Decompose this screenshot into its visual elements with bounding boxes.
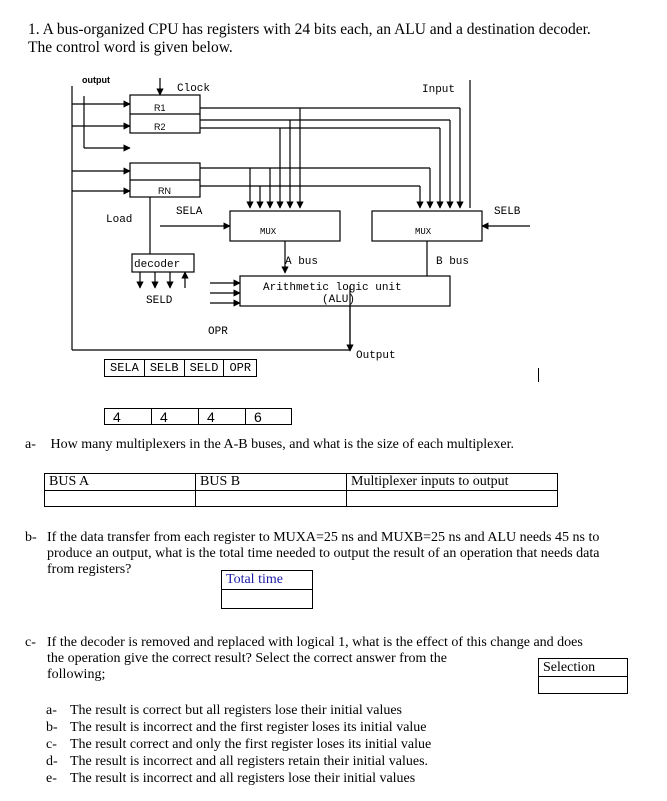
b-bus-label: B bus [436,256,469,268]
alu-output-label: Output [356,350,396,362]
option-b-letter: b- [46,720,58,735]
part-c-letter: c- [25,635,36,650]
control-field-opr: OPR [223,359,258,377]
width-seld: 4 [198,408,245,425]
option-d-letter: d- [46,754,58,769]
option-c-text: The result correct and only the first re… [70,737,432,752]
option-d-text: The result is incorrect and all register… [70,754,429,769]
part-b-line1: If the data transfer from each register … [47,530,600,545]
part-c-line2: the operation give the correct result? S… [47,651,447,666]
part-b-question: b- If the data transfer from each regist… [25,530,655,578]
r2-label: R2 [154,122,166,132]
part-b-line2: produce an output, what is the total tim… [47,546,600,561]
part-b-letter: b- [25,530,37,545]
rn-label: RN [158,186,171,196]
load-label: Load [106,214,132,226]
r1-label: R1 [154,103,166,113]
mux-inputs-answer-cell[interactable] [346,490,558,507]
option-b-text: The result is incorrect and the first re… [70,720,427,735]
bus-b-answer-cell[interactable] [195,490,347,507]
control-field-seld: SELD [183,359,225,377]
option-b: b- The result is incorrect and the first … [46,720,427,737]
total-time-answer-cell[interactable] [221,589,313,609]
total-time-header: Total time [221,570,313,590]
part-c-answer-table: Selection [538,658,628,694]
selb-label: SELB [494,206,521,218]
option-e: e- The result is incorrect and all regist… [46,771,415,788]
option-d: d- The result is incorrect and all regist… [46,754,428,771]
control-word-table: SELA SELB SELD OPR [104,359,258,377]
option-c: c- The result correct and only the first … [46,737,431,754]
part-c-question: c- If the decoder is removed and replace… [25,635,625,683]
part-c-line1: If the decoder is removed and replaced w… [47,635,583,650]
mux-inputs-header: Multiplexer inputs to output [346,473,558,491]
part-a-text: How many multiplexers in the A-B buses, … [50,437,514,452]
sela-label: SELA [176,206,203,218]
question-title: 1. A bus-organized CPU has registers wit… [28,21,658,57]
selection-answer-cell[interactable] [538,676,628,694]
option-a-letter: a- [46,703,57,718]
input-label: Input [422,84,455,96]
part-a-answer-table: BUS A BUS B Multiplexer inputs to output [44,473,558,507]
bus-b-header: BUS B [195,473,347,491]
option-e-letter: e- [46,771,57,786]
control-field-sela: SELA [104,359,145,377]
width-opr: 6 [245,408,292,425]
option-e-text: The result is incorrect and all register… [70,771,416,786]
cpu-bus-diagram: output Clock Input R1 R2 RN Load SELA SE… [71,75,530,362]
question-title-line2: The control word is given below. [28,39,233,56]
question-title-line1: 1. A bus-organized CPU has registers wit… [28,21,591,38]
part-c-line3: following; [47,667,106,682]
option-a-text: The result is correct but all registers … [70,703,403,718]
part-b-line3: from registers? [47,562,132,577]
alu-label-line2: (ALU) [322,294,355,306]
mux-a-label: MUX [260,227,277,237]
width-selb: 4 [151,408,198,425]
a-bus-label: A bus [285,256,318,268]
opr-label: OPR [208,326,228,338]
decoder-box [131,253,195,273]
bus-a-header: BUS A [44,473,196,491]
output-label: output [82,75,110,85]
decoder-label: decoder [134,259,180,271]
option-a: a- The result is correct but all register… [46,703,402,720]
alu-label-line1: Arithmetic logic unit [263,282,402,294]
option-c-letter: c- [46,737,57,752]
mux-b-label: MUX [415,227,432,237]
text-cursor [538,368,539,382]
part-b-answer-table: Total time [221,570,313,609]
selection-header: Selection [538,658,628,677]
control-word-widths: 4 4 4 6 [104,408,292,425]
seld-label: SELD [146,295,173,307]
width-sela: 4 [104,408,151,425]
control-field-selb: SELB [143,359,185,377]
part-a-letter: a- [25,437,36,452]
part-a-question: a- How many multiplexers in the A-B buse… [25,437,645,453]
clock-label: Clock [177,83,210,95]
mux-a-box [229,210,341,242]
bus-a-answer-cell[interactable] [44,490,196,507]
